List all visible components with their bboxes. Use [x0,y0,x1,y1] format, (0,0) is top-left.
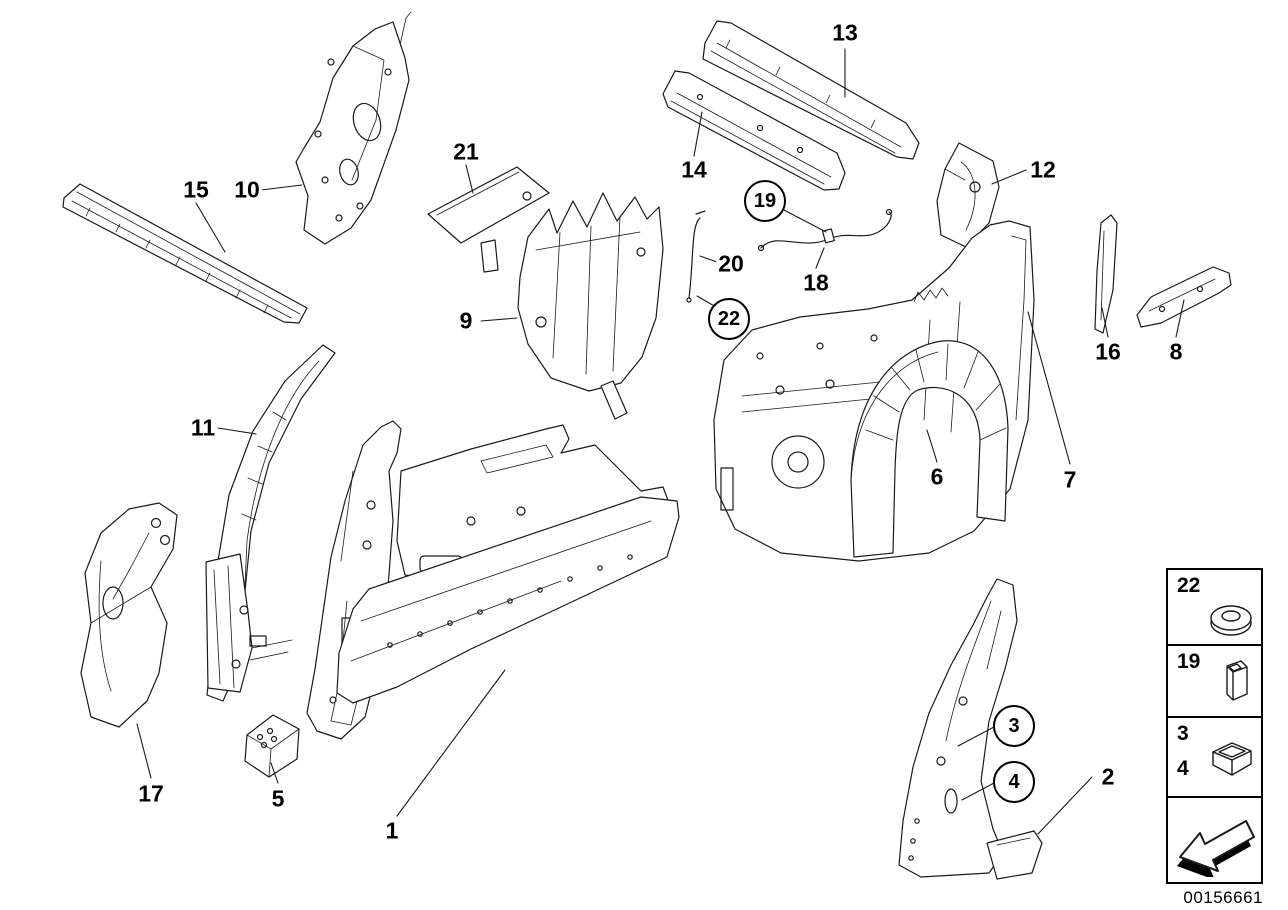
legend-row-box: 3 4 [1168,718,1261,798]
part-20-rod-art [686,210,706,303]
legend-label-3: 3 [1177,722,1189,745]
callout-2[interactable]: 2 [1099,763,1117,790]
part-21-art [427,166,550,273]
callout-6[interactable]: 6 [928,463,946,490]
callout-16[interactable]: 16 [1093,338,1123,365]
callout-10[interactable]: 10 [232,176,262,203]
part-14-art [662,70,846,191]
legend-label-4: 4 [1177,757,1189,780]
callout-15[interactable]: 15 [181,176,211,203]
callout-14[interactable]: 14 [679,156,709,183]
callout-13[interactable]: 13 [830,19,860,46]
part-1-art [306,420,680,740]
part-18-cable-art [757,208,893,252]
callout-20[interactable]: 20 [716,250,746,277]
part-15-art [62,183,308,324]
callout-19[interactable]: 19 [744,180,786,222]
part-13-art [702,20,920,160]
callout-1[interactable]: 1 [383,817,401,844]
pillar-lower-detail-art [205,553,293,693]
part-2-art [898,578,1043,880]
part-16-art [1094,214,1118,334]
direction-arrow-icon [1177,820,1255,877]
part-5-art [244,714,300,778]
legend-row-direction [1168,798,1261,882]
legend-label-19: 19 [1177,650,1201,673]
leader-lines [136,48,1185,835]
part-10-art [295,11,412,245]
callout-21[interactable]: 21 [451,138,481,165]
callout-12[interactable]: 12 [1028,156,1058,183]
part-6-art [850,340,1009,558]
callout-4[interactable]: 4 [993,761,1035,803]
legend-label-22: 22 [1177,574,1201,597]
callout-3[interactable]: 3 [993,705,1035,747]
box-icon [1212,742,1252,776]
legend-panel: 22 19 3 4 [1166,568,1263,884]
diagram-id: 00156661 [1183,888,1263,907]
callout-5[interactable]: 5 [269,785,287,812]
legend-row-grommet: 22 [1168,570,1261,646]
callout-7[interactable]: 7 [1061,466,1079,493]
part-8-art [1136,266,1232,328]
grommet-icon [1210,605,1252,636]
clip-icon [1226,660,1248,701]
callout-22[interactable]: 22 [708,298,750,340]
callout-18[interactable]: 18 [801,269,831,296]
callout-9[interactable]: 9 [457,307,475,334]
part-12-art [936,142,1000,248]
callout-8[interactable]: 8 [1167,338,1185,365]
part-9-art [517,192,664,420]
callout-17[interactable]: 17 [136,780,166,807]
legend-row-clip: 19 [1168,646,1261,718]
part-17-art [80,502,178,728]
callout-11[interactable]: 11 [188,414,218,441]
